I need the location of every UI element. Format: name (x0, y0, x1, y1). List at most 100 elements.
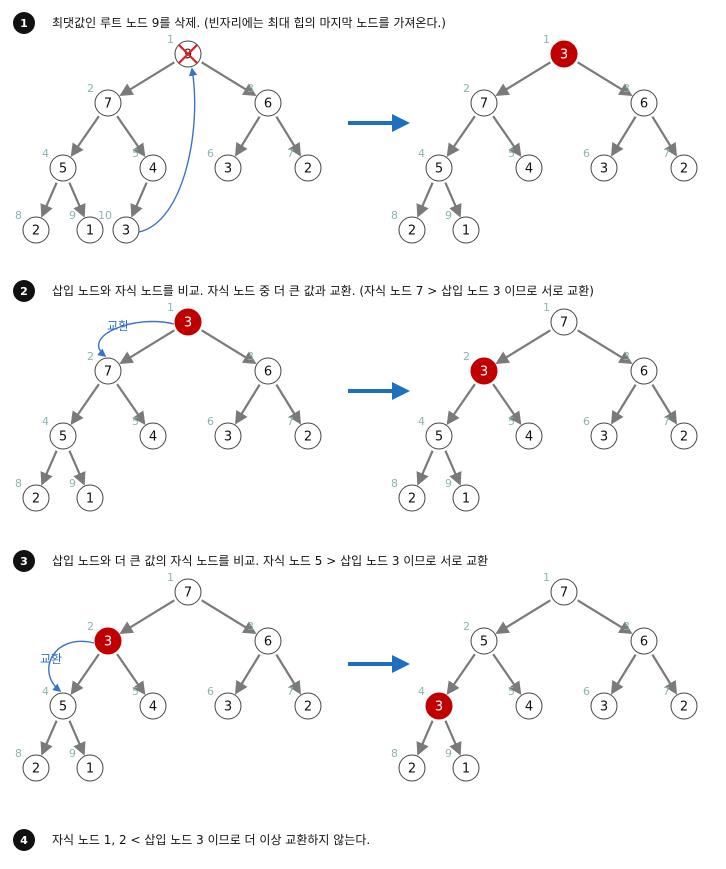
heap-node: 36 (583, 415, 618, 450)
tree-edge (651, 654, 677, 695)
node-circle (94, 89, 122, 117)
step-description: 삽입 노드와 더 큰 값의 자식 노드를 비교. 자식 노드 5 > 삽입 노드… (52, 554, 488, 568)
heap-node: 28 (391, 477, 426, 512)
node-value: 2 (304, 162, 312, 177)
heap-node: 45 (508, 685, 543, 720)
heap-node: 91 (167, 33, 202, 68)
node-circle (139, 422, 167, 450)
heap-node: 27 (287, 415, 322, 450)
node-value: 2 (304, 430, 312, 445)
tree-edge (68, 720, 86, 756)
node-value: 2 (680, 430, 688, 445)
tree-edge (40, 450, 58, 486)
node-index-label: 3 (247, 620, 254, 633)
node-circle (94, 627, 122, 655)
node-index-label: 1 (167, 33, 174, 46)
node-circle (22, 216, 50, 244)
heap-node: 19 (445, 477, 480, 512)
node-circle (112, 216, 140, 244)
heap-node: 63 (247, 620, 282, 655)
step-description: 삽입 노드와 자식 노드를 비교. 자식 노드 중 더 큰 값과 교환. (자식… (52, 284, 594, 298)
node-circle (670, 422, 698, 450)
tree-edge (70, 115, 100, 158)
node-index-label: 5 (508, 685, 515, 698)
node-circle (76, 754, 104, 782)
node-circle (452, 754, 480, 782)
node-value: 1 (86, 492, 94, 507)
tree-edge (119, 329, 175, 365)
tree-edge (444, 182, 462, 218)
heap-node: 36 (207, 147, 242, 182)
heap-node: 27 (663, 415, 698, 450)
node-circle (425, 692, 453, 720)
node-value: 5 (59, 430, 67, 445)
tree-edge (70, 653, 100, 696)
heap-node: 32 (463, 350, 498, 385)
tree-edge (577, 599, 633, 635)
node-index-label: 1 (167, 571, 174, 584)
tree-edge (611, 384, 637, 425)
node-circle (452, 484, 480, 512)
swap-label: 교환 (107, 319, 129, 333)
heap-node: 19 (445, 209, 480, 244)
tree-edge (577, 329, 633, 365)
node-value: 3 (224, 162, 232, 177)
node-value: 7 (104, 365, 112, 380)
node-circle (139, 692, 167, 720)
node-index-label: 4 (42, 415, 49, 428)
node-value: 7 (104, 97, 112, 112)
node-value: 6 (640, 97, 648, 112)
node-value: 4 (525, 162, 533, 177)
node-value: 4 (149, 430, 157, 445)
heap-node: 63 (623, 350, 658, 385)
node-value: 3 (435, 700, 443, 715)
node-circle (515, 692, 543, 720)
node-value: 4 (525, 700, 533, 715)
heap-node: 28 (15, 747, 50, 782)
heap-node: 31 (167, 301, 202, 336)
tree-edge (275, 384, 301, 425)
heap-node: 54 (42, 415, 77, 450)
node-index-label: 9 (69, 747, 76, 760)
node-index-label: 6 (207, 415, 214, 428)
node-value: 2 (408, 492, 416, 507)
node-index-label: 2 (463, 82, 470, 95)
step-number: 2 (20, 285, 28, 298)
node-circle (49, 154, 77, 182)
node-circle (630, 89, 658, 117)
tree-edge (40, 182, 58, 218)
tree-edge (235, 384, 261, 425)
step-description: 자식 노드 1, 2 < 삽입 노드 3 이므로 더 이상 교환하지 않는다. (52, 833, 370, 847)
node-value: 6 (264, 365, 272, 380)
node-value: 4 (149, 162, 157, 177)
heap-node: 36 (207, 685, 242, 720)
heap-node: 27 (663, 147, 698, 182)
heap-node: 36 (583, 685, 618, 720)
heap-node: 45 (132, 685, 167, 720)
node-circle (214, 422, 242, 450)
node-index-label: 5 (508, 147, 515, 160)
node-circle (425, 422, 453, 450)
node-value: 1 (462, 224, 470, 239)
tree-edge (446, 653, 476, 696)
node-index-label: 3 (623, 82, 630, 95)
node-value: 2 (408, 224, 416, 239)
step-number: 1 (20, 17, 28, 30)
node-index-label: 6 (583, 685, 590, 698)
node-index-label: 4 (418, 415, 425, 428)
node-circle (49, 422, 77, 450)
tree-edge (416, 182, 434, 218)
node-index-label: 8 (15, 209, 22, 222)
node-circle (515, 154, 543, 182)
heap-node: 28 (15, 209, 50, 244)
tree-edge (495, 61, 551, 97)
node-circle (76, 216, 104, 244)
node-circle (214, 692, 242, 720)
swap-label: 교환 (40, 652, 62, 666)
node-value: 1 (86, 762, 94, 777)
node-circle (515, 422, 543, 450)
step-number-badge (13, 12, 35, 34)
tree-edge (130, 182, 148, 218)
curved-arrow-icon (97, 320, 175, 358)
